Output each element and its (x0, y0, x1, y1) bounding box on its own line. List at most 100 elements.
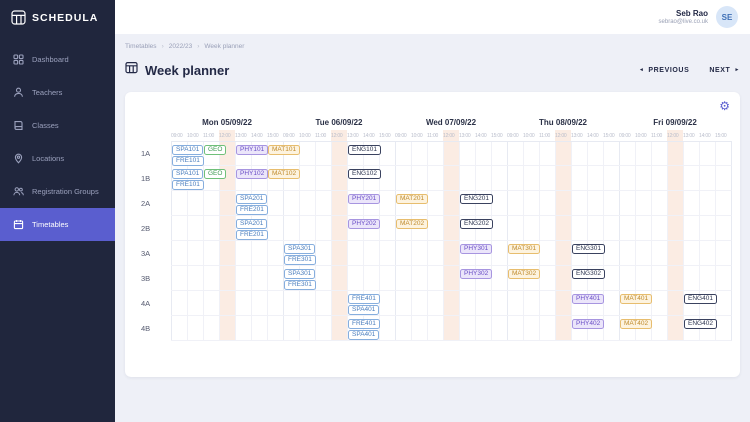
class-row-label: 1B (141, 174, 151, 183)
time-label: 10:00 (299, 132, 311, 139)
lesson-chip-phy102[interactable]: PHY102 (236, 169, 269, 179)
next-arrow-icon: ► (734, 66, 740, 73)
lesson-chip-mat302[interactable]: MAT302 (508, 269, 541, 279)
lesson-chip-mat102[interactable]: MAT102 (268, 169, 301, 179)
sidebar-item-teachers[interactable]: Teachers (0, 76, 115, 109)
lesson-chip-mat201[interactable]: MAT201 (396, 194, 429, 204)
time-label: 14:00 (251, 132, 263, 139)
time-label: 09:00 (283, 132, 295, 139)
lesson-chip-geo[interactable]: GEO (204, 145, 227, 155)
lesson-chip-phy302[interactable]: PHY302 (460, 269, 493, 279)
lesson-chip-eng301[interactable]: ENG301 (572, 244, 605, 254)
time-label: 12:00 (331, 132, 343, 139)
lesson-chip-spa301[interactable]: SPA301 (284, 269, 316, 279)
lesson-chip-fre401[interactable]: FRE401 (348, 319, 380, 329)
avatar[interactable]: SE (716, 6, 738, 28)
lesson-chip-eng402[interactable]: ENG402 (684, 319, 717, 329)
sidebar-item-registration-groups[interactable]: Registration Groups (0, 175, 115, 208)
lesson-chip-spa301[interactable]: SPA301 (284, 244, 316, 254)
lesson-chip-spa401[interactable]: SPA401 (348, 330, 380, 340)
day-header-4: Fri 09/09/22 (653, 117, 697, 127)
lesson-chip-spa201[interactable]: SPA201 (236, 219, 268, 229)
time-label: 12:00 (555, 132, 567, 139)
sidebar-item-label: Timetables (32, 220, 69, 229)
lesson-chip-phy402[interactable]: PHY402 (572, 319, 605, 329)
time-label: 12:00 (219, 132, 231, 139)
lesson-chip-fre401[interactable]: FRE401 (348, 294, 380, 304)
calendar-icon (13, 219, 24, 230)
time-label: 09:00 (171, 132, 183, 139)
page-title: Week planner (145, 62, 230, 78)
next-button[interactable]: NEXT ► (709, 67, 740, 74)
time-label: 15:00 (267, 132, 279, 139)
breadcrumb-timetables[interactable]: Timetables (125, 42, 157, 50)
lesson-chip-geo[interactable]: GEO (204, 169, 227, 179)
time-label: 10:00 (187, 132, 199, 139)
day-header-3: Thu 08/09/22 (538, 117, 588, 127)
lesson-chip-eng101[interactable]: ENG101 (348, 145, 381, 155)
lesson-chip-phy401[interactable]: PHY401 (572, 294, 605, 304)
lesson-chip-phy101[interactable]: PHY101 (236, 145, 269, 155)
sidebar-item-dashboard[interactable]: Dashboard (0, 43, 115, 76)
breadcrumb-year[interactable]: 2022/23 (168, 42, 193, 50)
time-label: 13:00 (459, 132, 471, 139)
lesson-chip-eng401[interactable]: ENG401 (684, 294, 717, 304)
lesson-chip-eng202[interactable]: ENG202 (460, 219, 493, 229)
lesson-chip-spa101[interactable]: SPA101 (172, 169, 204, 179)
class-row-label: 3B (141, 274, 151, 283)
lesson-chip-phy202[interactable]: PHY202 (348, 219, 381, 229)
lesson-chip-fre301[interactable]: FRE301 (284, 255, 316, 265)
lesson-chip-mat101[interactable]: MAT101 (268, 145, 301, 155)
lesson-chip-phy301[interactable]: PHY301 (460, 244, 493, 254)
time-label: 11:00 (315, 132, 327, 139)
previous-button[interactable]: ◄ PREVIOUS (639, 67, 690, 74)
lesson-chip-fre101[interactable]: FRE101 (172, 180, 204, 190)
lesson-chip-fre201[interactable]: FRE201 (236, 230, 268, 240)
time-label: 14:00 (363, 132, 375, 139)
previous-arrow-icon: ◄ (638, 66, 645, 73)
lesson-chip-eng302[interactable]: ENG302 (572, 269, 605, 279)
time-label: 11:00 (427, 132, 439, 139)
user-email: sebrao@live.co.uk (658, 19, 708, 25)
lesson-chip-eng102[interactable]: ENG102 (348, 169, 381, 179)
day-header-0: Mon 05/09/22 (202, 117, 252, 127)
lesson-chip-mat301[interactable]: MAT301 (508, 244, 541, 254)
lesson-chip-fre301[interactable]: FRE301 (284, 280, 316, 290)
people-group-icon (13, 186, 24, 197)
settings-gear-icon[interactable]: ⚙ (719, 99, 730, 113)
book-icon (13, 120, 24, 131)
time-label: 11:00 (651, 132, 663, 139)
lesson-chip-eng201[interactable]: ENG201 (460, 194, 493, 204)
app-title: SCHEDULA (32, 11, 99, 24)
lesson-chip-spa201[interactable]: SPA201 (236, 194, 268, 204)
sidebar-item-timetables[interactable]: Timetables (0, 208, 115, 241)
lesson-chip-mat402[interactable]: MAT402 (620, 319, 653, 329)
lesson-chip-fre101[interactable]: FRE101 (172, 156, 204, 166)
schedula-logo-icon (11, 10, 26, 25)
sidebar-item-label: Locations (32, 154, 65, 163)
sidebar-item-locations[interactable]: Locations (0, 142, 115, 175)
lesson-chip-fre201[interactable]: FRE201 (236, 205, 268, 215)
week-planner-icon (125, 61, 138, 79)
planner-grid: 09:00 10:00 11:00 12:00 13:00 14:00 15:00 09:00… (135, 130, 732, 341)
lesson-chip-phy201[interactable]: PHY201 (348, 194, 381, 204)
lesson-chip-mat401[interactable]: MAT401 (620, 294, 653, 304)
lesson-chip-spa101[interactable]: SPA101 (172, 145, 204, 155)
lesson-chip-mat202[interactable]: MAT202 (396, 219, 429, 229)
sidebar-item-label: Dashboard (32, 55, 69, 64)
sidebar-item-classes[interactable]: Classes (0, 109, 115, 142)
lesson-chip-spa401[interactable]: SPA401 (348, 305, 380, 315)
day-header-1: Tue 06/09/22 (315, 117, 363, 127)
time-label: 13:00 (683, 132, 695, 139)
sidebar: SCHEDULA Dashboard Teachers (0, 0, 115, 422)
class-row-label: 4B (141, 324, 151, 333)
breadcrumb-week-planner[interactable]: Week planner (204, 42, 245, 50)
